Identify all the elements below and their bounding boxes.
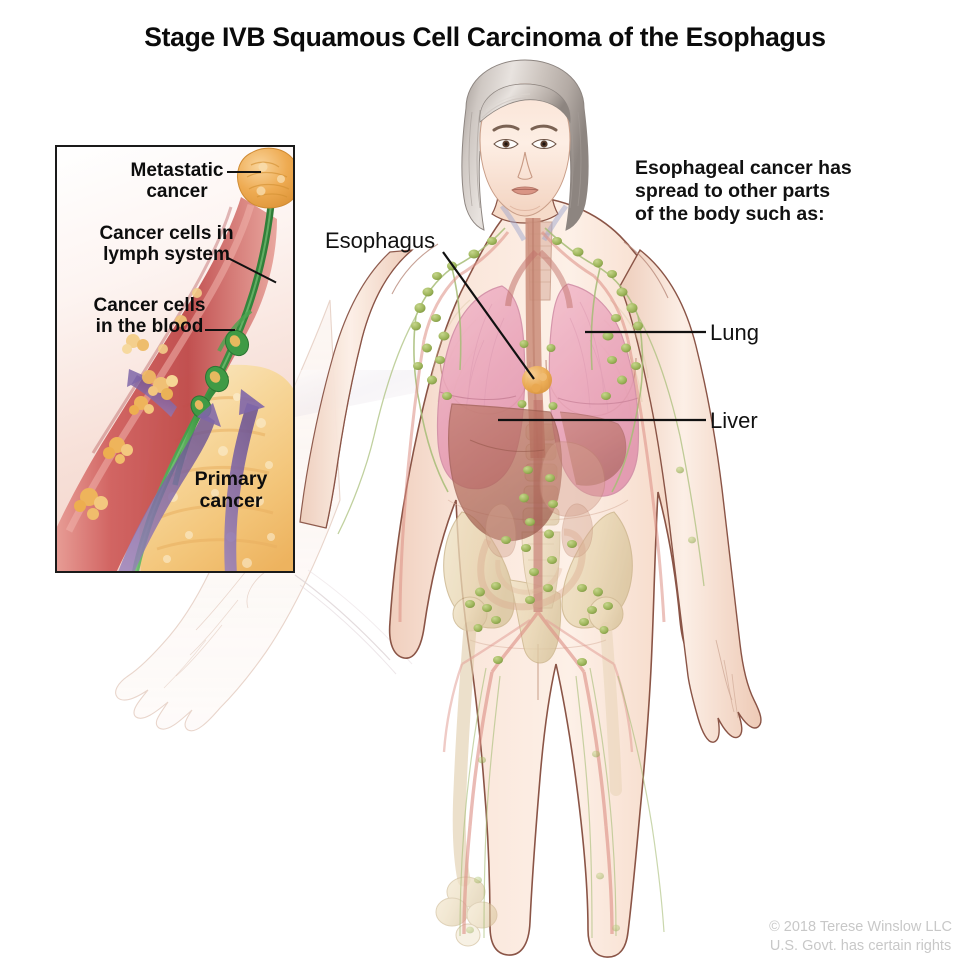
inset-blood-line1: Cancer cells — [93, 295, 206, 316]
inset-label-primary: Primary cancer — [175, 468, 287, 513]
inset-lymph-nodes — [190, 329, 250, 419]
spread-heading-line3: of the body such as: — [635, 203, 825, 225]
metastatic-mass — [237, 147, 293, 209]
copyright-notice: © 2018 Terese Winslow LLC U.S. Govt. has… — [769, 918, 952, 956]
cancer-cells-in-blood — [74, 288, 202, 520]
spread-heading: Esophageal cancer has spread to other pa… — [635, 157, 935, 226]
inset-lymph-line2: lymph system — [103, 244, 230, 266]
metastasis-inset-panel: Metastatic cancer Cancer cells in lymph … — [55, 145, 295, 573]
copyright-line1: © 2018 Terese Winslow LLC — [769, 919, 952, 935]
metastatic-leader — [227, 171, 261, 173]
label-liver: Liver — [710, 408, 758, 433]
inset-primary-line1: Primary — [194, 468, 268, 490]
blood-leader — [205, 329, 235, 331]
spread-arrows — [118, 369, 265, 571]
lymphatic-system — [337, 227, 705, 939]
inset-label-lymph: Cancer cells in lymph system — [79, 223, 254, 266]
inset-metastatic-line2: cancer — [146, 181, 208, 203]
inset-lymph-line1: Cancer cells in — [99, 223, 234, 244]
copyright-line2: U.S. Govt. has certain rights — [769, 938, 952, 954]
spread-heading-line2: spread to other parts — [635, 180, 831, 202]
label-esophagus: Esophagus — [325, 228, 436, 253]
inset-metastatic-line1: Metastatic — [130, 160, 224, 181]
lymph-nodes — [411, 237, 696, 934]
callout-leaders — [442, 251, 706, 422]
esophagus-leader — [442, 251, 535, 380]
inset-label-blood: Cancer cells in the blood — [67, 295, 232, 338]
inset-blood-line2: in the blood — [95, 316, 204, 338]
liver — [448, 403, 563, 542]
head — [461, 59, 589, 231]
inset-diagram — [57, 147, 293, 571]
inset-primary-line2: cancer — [199, 489, 263, 512]
inset-label-metastatic: Metastatic cancer — [117, 160, 237, 203]
page-title: Stage IVB Squamous Cell Carcinoma of the… — [144, 22, 826, 52]
label-lung: Lung — [710, 320, 759, 345]
spread-heading-line1: Esophageal cancer has — [635, 157, 852, 179]
